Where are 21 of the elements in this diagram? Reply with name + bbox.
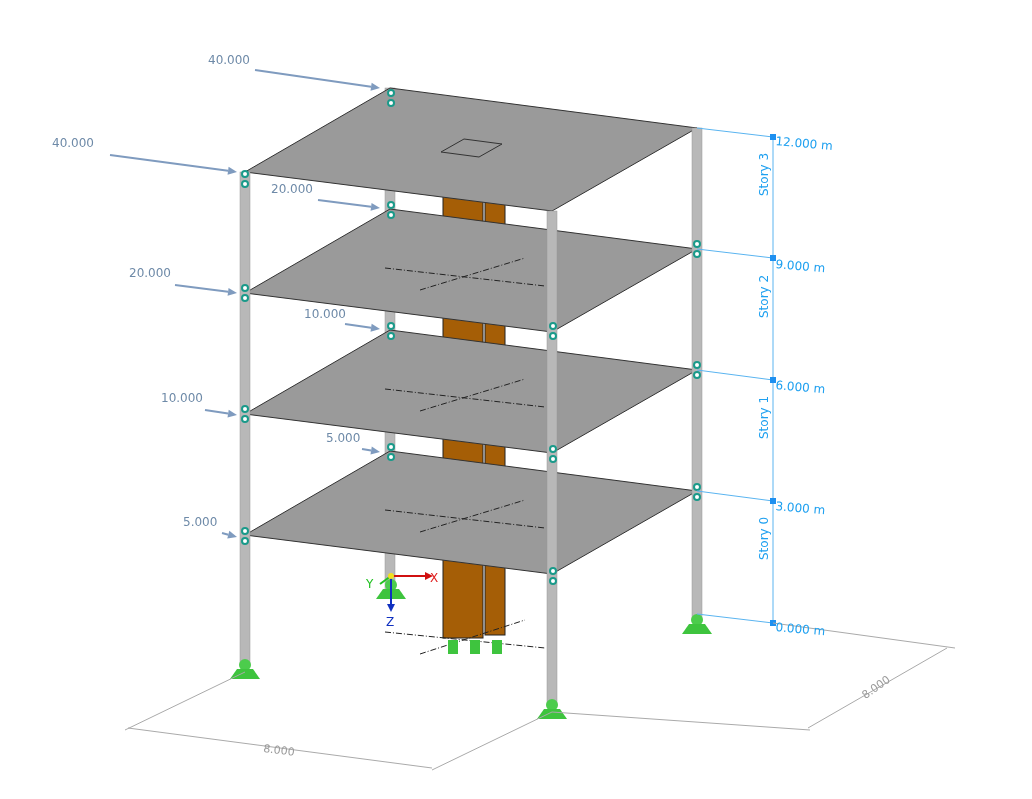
axis-label: Y	[366, 578, 374, 590]
axis-label: X	[430, 572, 439, 584]
load-value: 40.000	[208, 54, 250, 66]
load-value: 10.000	[304, 308, 346, 320]
story-label: Story 1	[758, 395, 770, 439]
load-value: 20.000	[129, 267, 171, 279]
load-value: 10.000	[161, 392, 203, 404]
load-value: 5.000	[326, 432, 361, 444]
axis-label: Z	[386, 616, 395, 628]
story-label: Story 0	[758, 516, 770, 560]
load-value: 5.000	[183, 516, 218, 528]
level-label: 12.000 m	[774, 135, 834, 152]
level-label: 0.000 m	[774, 621, 826, 638]
level-label: 3.000 m	[774, 500, 826, 517]
load-value: 20.000	[271, 183, 313, 195]
load-value: 40.000	[52, 137, 94, 149]
story-label: Story 2	[758, 274, 770, 318]
level-label: 9.000 m	[774, 258, 826, 275]
level-label: 6.000 m	[774, 379, 826, 396]
dimension-label: 8.000	[262, 743, 296, 758]
story-label: Story 3	[758, 152, 770, 196]
